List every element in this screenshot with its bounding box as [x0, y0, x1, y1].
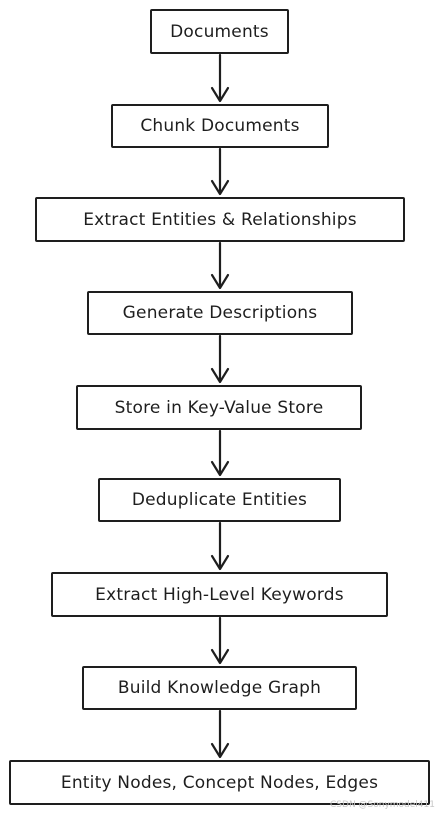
node-documents: Documents — [150, 9, 289, 54]
arrow-7 — [210, 616, 230, 665]
arrow-3 — [210, 241, 230, 290]
node-extract-high-level-keywords: Extract High-Level Keywords — [51, 572, 388, 617]
arrow-1 — [210, 53, 230, 103]
node-extract-entities-relationships: Extract Entities & Relationships — [35, 197, 405, 242]
arrow-8 — [210, 709, 230, 759]
arrow-5 — [210, 429, 230, 477]
watermark: CSDN @Sonymodel411 — [330, 800, 435, 810]
arrow-2 — [210, 147, 230, 196]
node-generate-descriptions: Generate Descriptions — [87, 291, 353, 335]
node-entity-concept-nodes-edges: Entity Nodes, Concept Nodes, Edges — [9, 760, 430, 805]
node-chunk-documents: Chunk Documents — [111, 104, 329, 148]
arrow-6 — [210, 521, 230, 571]
arrow-4 — [210, 334, 230, 384]
node-build-knowledge-graph: Build Knowledge Graph — [82, 666, 357, 710]
node-deduplicate-entities: Deduplicate Entities — [98, 478, 341, 522]
node-store-key-value: Store in Key-Value Store — [76, 385, 362, 430]
